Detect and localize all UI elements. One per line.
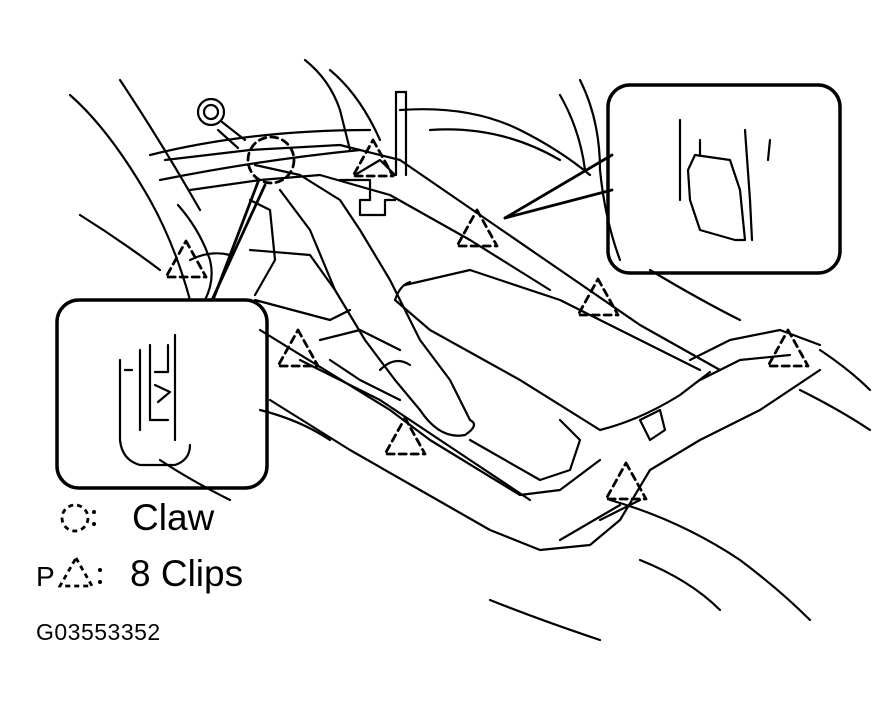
clip-marker-4 [576, 277, 620, 317]
clip-detail-inset [503, 83, 842, 275]
legend-clips: P 8 Clips [36, 553, 243, 595]
clips-prefix: P [36, 561, 55, 592]
claw-label: Claw [132, 497, 215, 538]
claw-detail-inset [55, 180, 269, 490]
clips-label: 8 Clips [130, 553, 244, 594]
vehicle-interior-lineart [68, 58, 872, 642]
clip-marker-2 [455, 208, 499, 248]
clip-marker-1 [351, 138, 395, 178]
clip-marker-3 [164, 239, 208, 279]
clip-legend-icon [58, 555, 102, 588]
clip-marker-8 [604, 461, 648, 501]
clip-marker-7 [383, 416, 427, 456]
clip-markers [164, 138, 810, 501]
legend-claw: Claw [58, 497, 214, 539]
figure-id: G03553352 [36, 619, 161, 645]
claw-marker [246, 135, 296, 185]
claw-legend-icon [60, 503, 96, 533]
clip-marker-5 [276, 328, 320, 368]
clip-marker-6 [766, 328, 810, 368]
